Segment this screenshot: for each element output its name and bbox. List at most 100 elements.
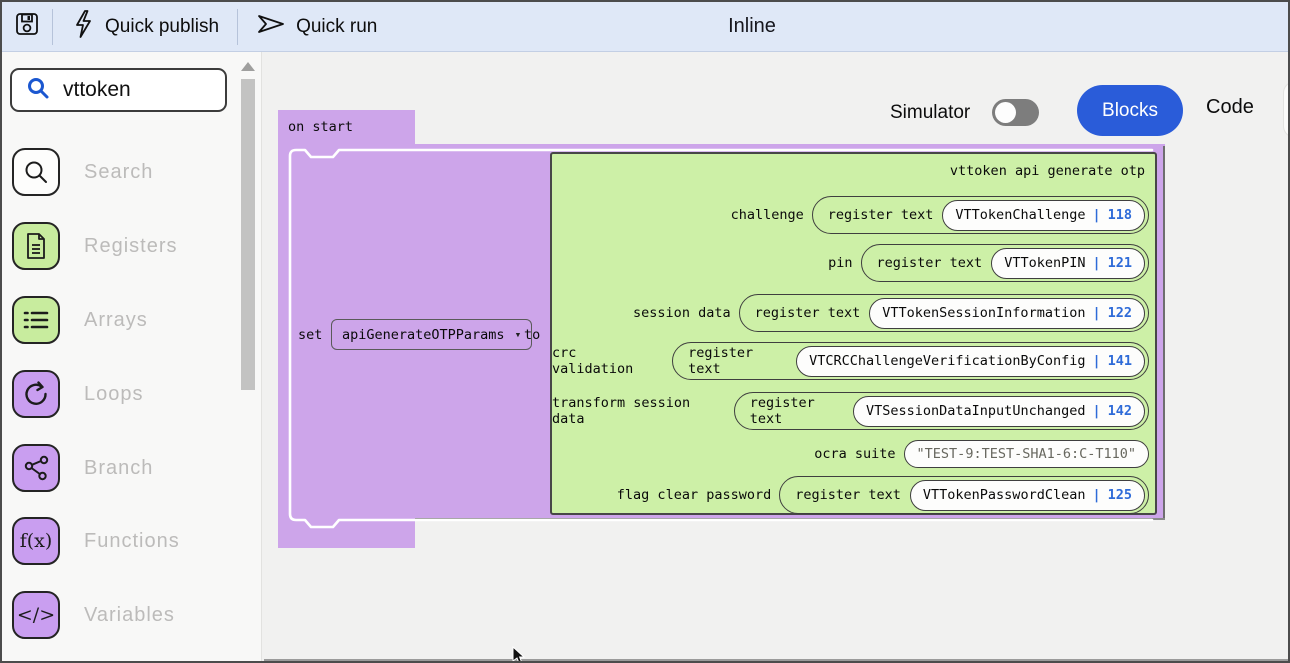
toolbox-search-input[interactable]: vttoken (10, 68, 227, 112)
category-label: Search (84, 160, 154, 183)
block-input-row[interactable]: transform session data register text VTSes… (552, 392, 1149, 430)
block-canvas[interactable]: Simulator Blocks Code on start set apiGe… (262, 52, 1288, 661)
register-text-pill[interactable]: register text VTTokenPIN | 121 (860, 244, 1149, 282)
variable-dropdown[interactable]: apiGenerateOTPParams ▾ (331, 319, 533, 350)
on-start-label: on start (288, 119, 354, 135)
to-keyword: to (524, 327, 541, 343)
register-divider: | (1092, 255, 1101, 271)
register-number: 118 (1107, 207, 1132, 223)
code-button-label: Code (1206, 96, 1254, 118)
quick-publish-button[interactable]: Quick publish (53, 2, 237, 51)
register-number: 121 (1107, 255, 1132, 271)
mouse-cursor (512, 645, 526, 661)
blocks-view-button[interactable]: Blocks (1077, 85, 1183, 136)
toolbox-category-loops[interactable]: Loops (12, 370, 144, 418)
register-pill-label: register text (688, 345, 754, 377)
scrollbar-up-arrow[interactable] (241, 62, 255, 71)
on-start-block[interactable]: on start (278, 110, 415, 145)
blocks-button-label: Blocks (1102, 99, 1158, 121)
block-title: vttoken api generate otp (949, 163, 1145, 179)
code-view-button[interactable]: Code (1206, 96, 1254, 119)
input-label: crc validation (552, 345, 634, 377)
input-label: session data (633, 305, 731, 321)
search-category-icon (12, 148, 60, 196)
save-icon (14, 11, 40, 43)
category-label: Loops (84, 382, 144, 405)
top-toolbar: Quick publish Quick run Inline (2, 2, 1288, 52)
search-icon (26, 76, 50, 105)
save-button[interactable] (2, 2, 52, 51)
register-name: VTCRCChallengeVerificationByConfig (809, 353, 1086, 369)
register-number: 141 (1107, 353, 1132, 369)
toolbox-category-variables[interactable]: </> Variables (12, 591, 175, 639)
chevron-down-icon: ▾ (514, 328, 522, 341)
quick-run-button[interactable]: Quick run (238, 2, 395, 51)
vttoken-generate-otp-block[interactable]: vttoken api generate otp challenge regist… (550, 152, 1157, 515)
register-value-pill[interactable]: VTTokenPasswordClean|125 (909, 479, 1145, 511)
horizontal-scrollbar[interactable] (264, 659, 1288, 661)
register-name: VTTokenChallenge (955, 207, 1086, 223)
toolbox-category-search[interactable]: Search (12, 148, 153, 196)
register-divider: | (1092, 403, 1101, 419)
branch-icon (12, 444, 60, 492)
block-input-row[interactable]: ocra suite "TEST-9:TEST-SHA1-6:C-T110" (814, 440, 1149, 468)
input-label: challenge (730, 207, 804, 223)
block-shadow-edge (415, 518, 1165, 520)
register-text-pill[interactable]: register text VTTokenSessionInformation|1… (738, 294, 1149, 332)
register-text-pill[interactable]: register text VTCRCChallengeVerificationB… (672, 342, 1149, 380)
category-label: Branch (84, 456, 154, 479)
document-icon (12, 222, 60, 270)
block-input-row[interactable]: crc validation register text VTCRCChalleng… (552, 342, 1149, 380)
register-value-pill[interactable]: VTCRCChallengeVerificationByConfig | 141 (796, 345, 1145, 377)
block-input-row[interactable]: pin register text VTTokenPIN | 121 (828, 244, 1149, 282)
register-number: 125 (1107, 487, 1132, 503)
search-value: vttoken (63, 78, 131, 101)
input-label: pin (828, 255, 853, 271)
toolbox-category-registers[interactable]: Registers (12, 222, 177, 270)
register-text-pill[interactable]: register text VTSessionDataInputUnchanged… (733, 392, 1149, 430)
code-brackets-icon: </> (12, 591, 60, 639)
input-label: ocra suite (814, 446, 896, 462)
register-value-pill[interactable]: VTTokenChallenge | 118 (942, 199, 1145, 231)
toolbox-category-arrays[interactable]: Arrays (12, 296, 148, 344)
set-keyword: set (298, 327, 323, 343)
lightning-icon (71, 9, 95, 45)
sidebar-scrollbar-thumb[interactable] (241, 79, 255, 390)
register-divider: | (1092, 207, 1101, 223)
function-icon: f(x) (12, 517, 60, 565)
send-icon (256, 12, 286, 42)
simulator-toggle[interactable] (992, 99, 1039, 126)
toolbox-category-branch[interactable]: Branch (12, 444, 153, 492)
register-name: VTTokenPIN (1004, 255, 1086, 271)
on-start-block-bottom[interactable] (278, 520, 415, 548)
register-pill-label: register text (754, 305, 861, 321)
input-label: transform session data (552, 395, 691, 427)
variable-dropdown-value: apiGenerateOTPParams (342, 326, 505, 343)
block-input-row[interactable]: session data register text VTTokenSessionI… (633, 294, 1149, 332)
input-label: flag clear password (616, 487, 772, 503)
register-name: VTTokenSessionInformation (882, 305, 1086, 321)
register-divider: | (1092, 353, 1101, 369)
register-pill-label: register text (876, 255, 983, 271)
register-pill-label: register text (795, 487, 901, 503)
register-value-pill[interactable]: VTSessionDataInputUnchanged | 142 (853, 395, 1145, 427)
clipped-panel-edge (1283, 81, 1288, 138)
quick-publish-label: Quick publish (105, 15, 220, 37)
quick-run-label: Quick run (296, 15, 378, 37)
toggle-knob (995, 102, 1016, 123)
register-value-pill[interactable]: VTTokenPIN | 121 (991, 247, 1145, 279)
toolbar-divider (237, 8, 239, 45)
block-shadow-edge (1163, 146, 1165, 520)
register-value-pill[interactable]: VTTokenSessionInformation|122 (869, 297, 1145, 329)
register-name: VTSessionDataInputUnchanged (866, 403, 1086, 419)
register-number: 142 (1107, 403, 1132, 419)
string-literal-pill[interactable]: "TEST-9:TEST-SHA1-6:C-T110" (903, 440, 1149, 468)
register-divider: | (1092, 487, 1101, 503)
register-pill-label: register text (749, 395, 815, 427)
toolbox-category-functions[interactable]: f(x) Functions (12, 517, 180, 565)
